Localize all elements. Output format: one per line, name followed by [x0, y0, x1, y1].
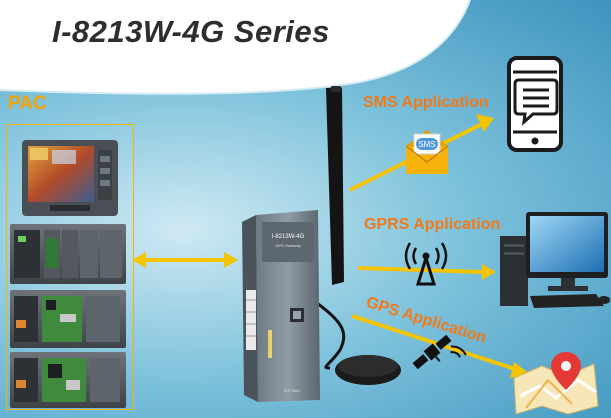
phone-icon: [507, 56, 563, 152]
gprs-application-label: GPRS Application: [364, 216, 501, 233]
satellite-icon: [412, 334, 467, 370]
pac-group-label: PAC: [8, 93, 47, 114]
header-wave-background: [0, 0, 471, 95]
pac-device-double-arrow: [132, 252, 238, 268]
page-title: I-8213W-4G Series: [52, 14, 330, 49]
gateway-footer-brand: ICP DAS: [284, 388, 300, 393]
sms-envelope-icon: SMS: [405, 130, 449, 174]
cell-tower-icon: [404, 242, 448, 286]
pac-rack-3-image: [10, 352, 126, 408]
pac-touch-panel-image: [22, 140, 118, 216]
pac-rack-1-image: [10, 224, 126, 284]
i8213w-gateway-device-image: I-8213W-4G GPS Gateway ICP DAS: [242, 210, 320, 402]
pac-rack-2-image: [10, 290, 126, 348]
map-icon: [513, 352, 599, 415]
gateway-sublabel: GPS Gateway: [275, 243, 300, 248]
gprs-arrow: [357, 264, 496, 280]
sms-application-label: SMS Application: [363, 94, 489, 111]
gps-puck-antenna-image: [308, 295, 401, 385]
sms-icon-text: SMS: [418, 140, 435, 149]
gateway-model-label: I-8213W-4G: [272, 234, 305, 240]
desktop-computer-icon: [500, 212, 610, 308]
pac-group-box: [6, 124, 134, 410]
